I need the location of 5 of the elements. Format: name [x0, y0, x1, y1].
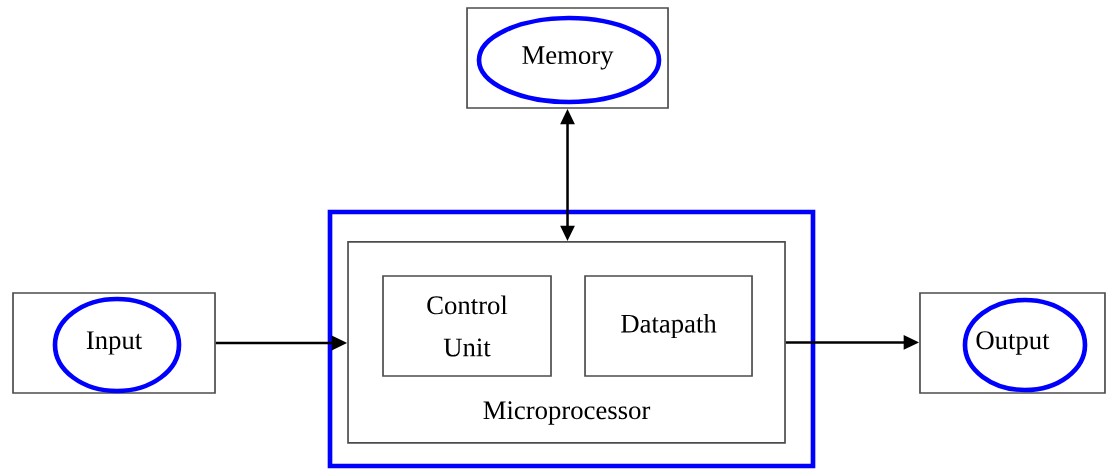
- memory-box: Memory: [466, 7, 669, 109]
- datapath-box: Datapath: [584, 275, 753, 377]
- control-unit-box: Control Unit: [382, 275, 552, 377]
- output-box: Output: [919, 292, 1106, 394]
- input-box: Input: [12, 292, 216, 394]
